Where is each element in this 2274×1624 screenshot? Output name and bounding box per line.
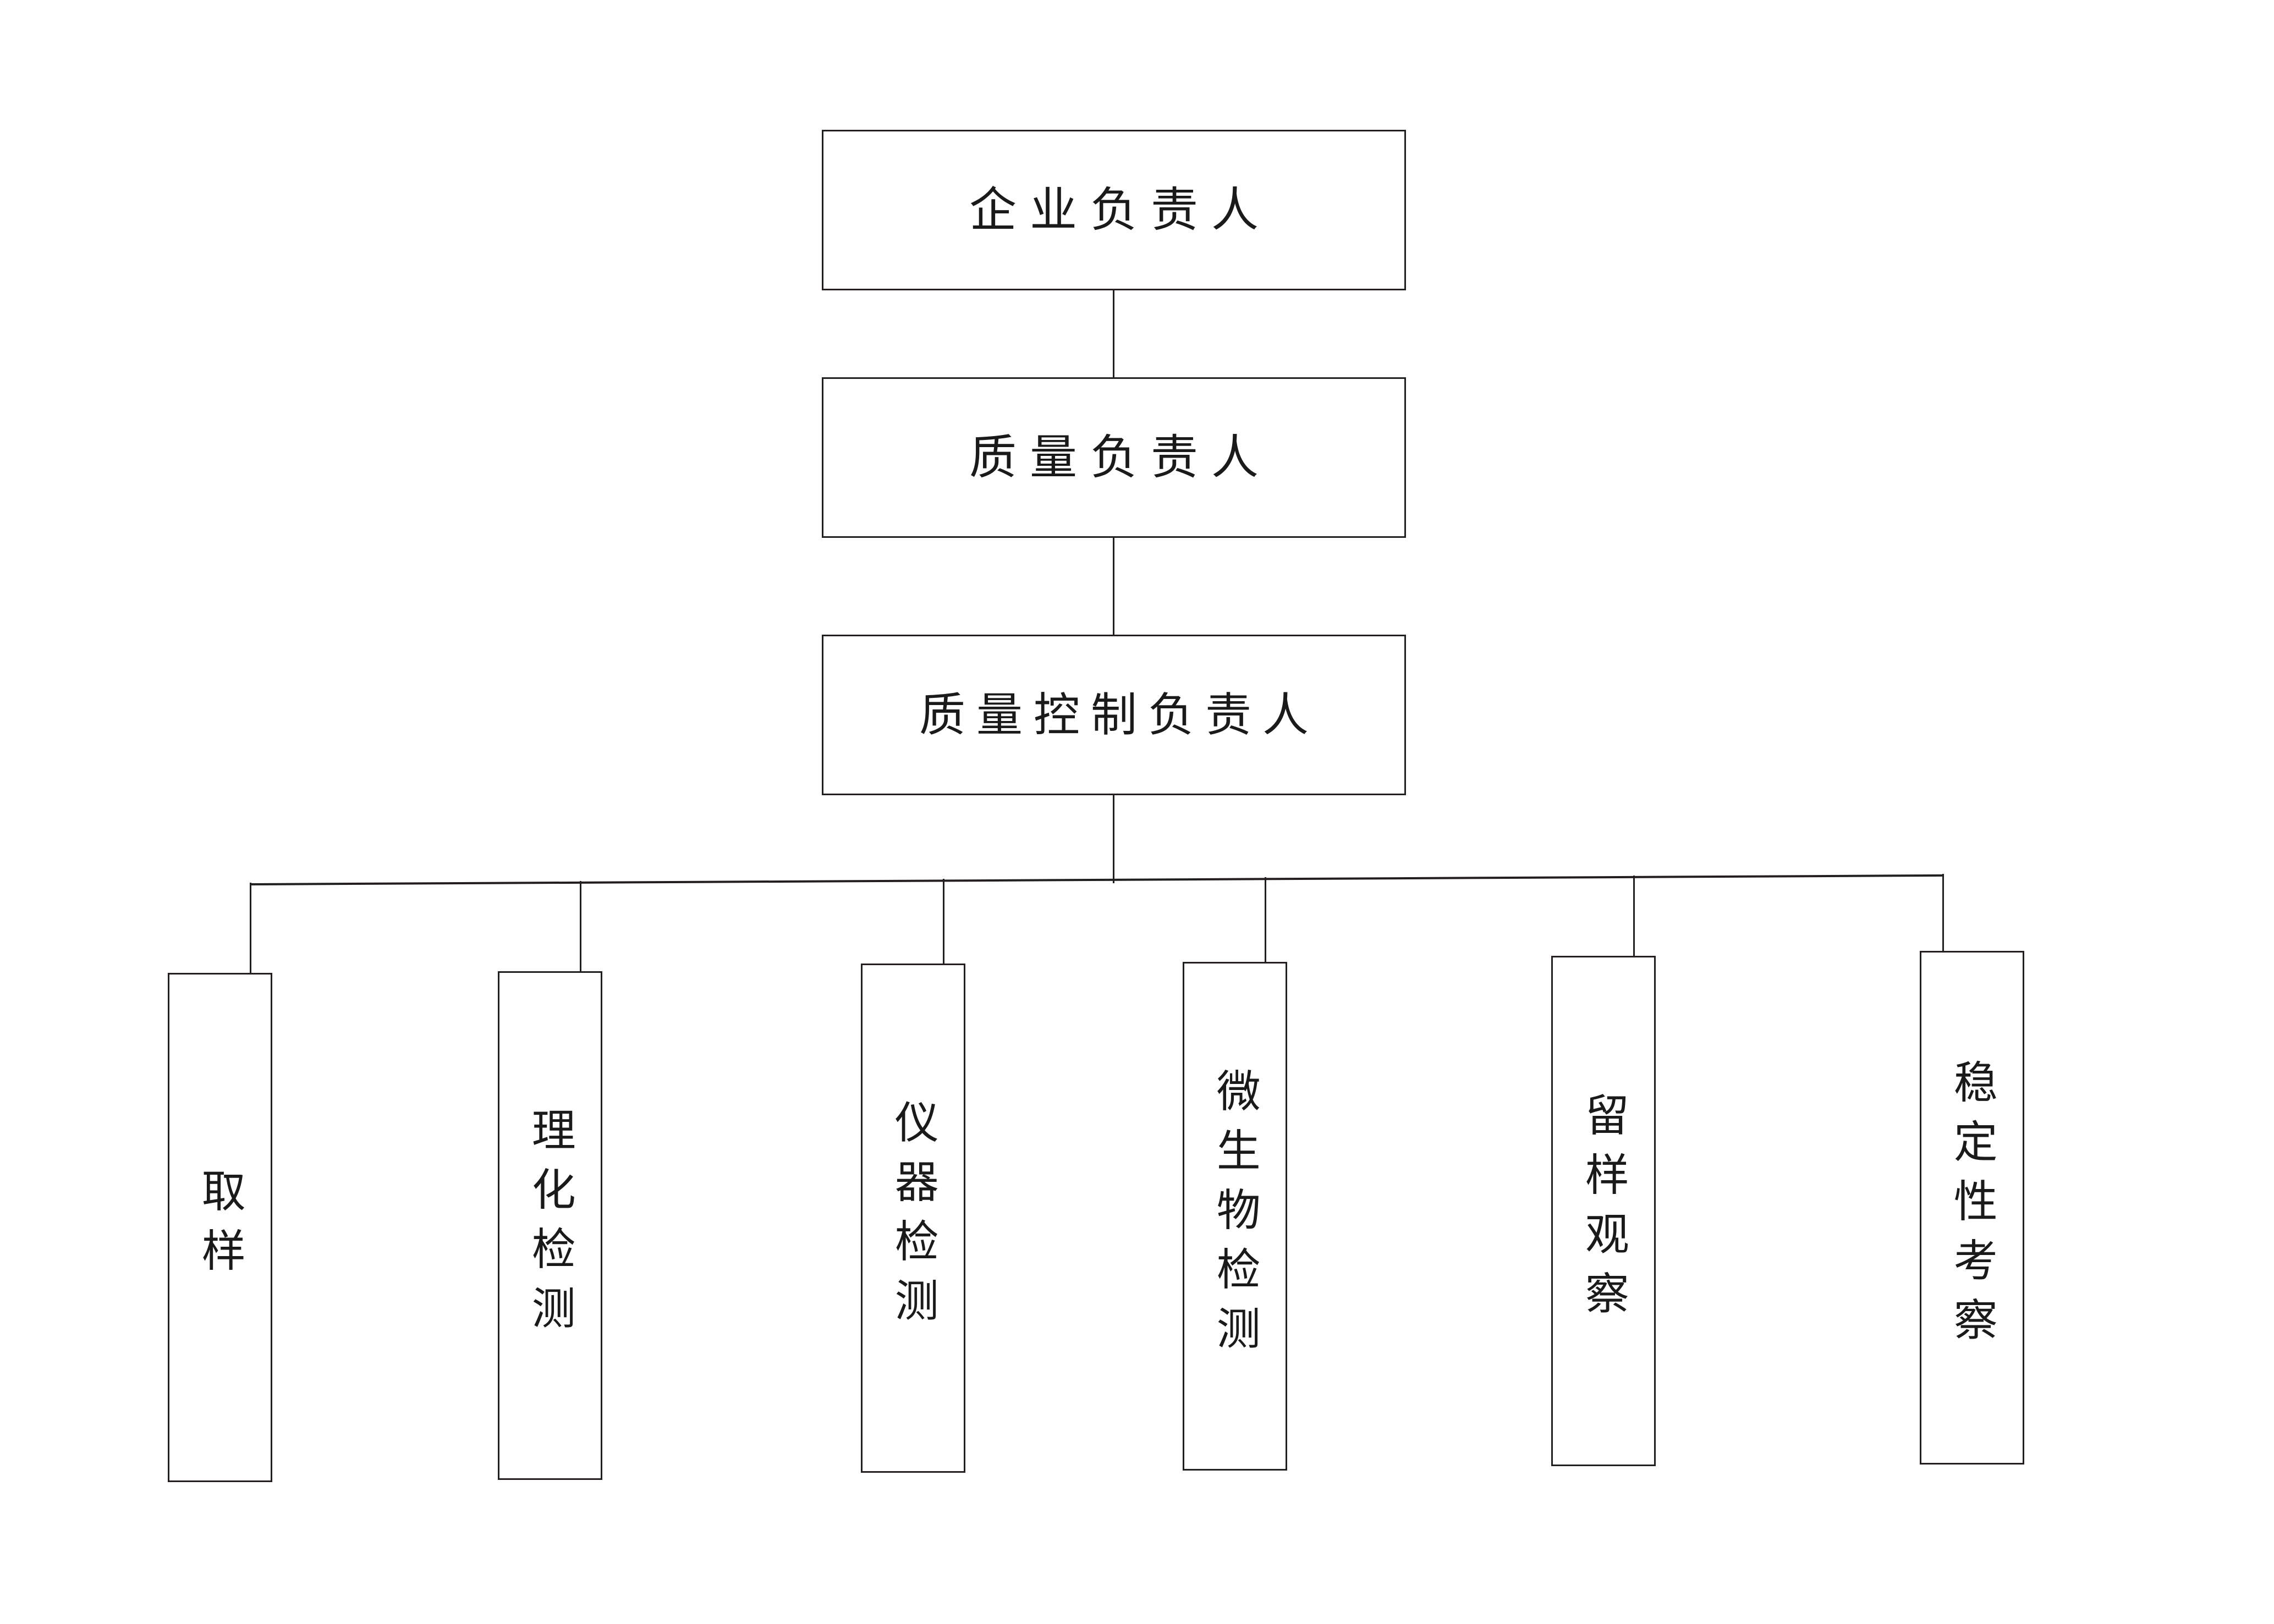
edge-quality-to-qc [1113,538,1114,635]
edge-bus-to-instrument-test [943,879,944,964]
edge-enterprise-to-quality [1113,290,1114,377]
node-qc-manager-label: 质量控制负责人 [919,688,1320,742]
node-physicochemical-test-label: 理化检测 [524,1106,576,1345]
edge-bus-to-retained-sample-observation [1633,876,1635,956]
node-enterprise-manager-label: 企业负责人 [969,183,1272,238]
node-quality-manager-label: 质量负责人 [969,430,1272,485]
edge-bus-to-microbiology-test [1265,877,1266,962]
node-physicochemical-test[interactable]: 理化检测 [498,971,602,1480]
node-stability-study[interactable]: 稳定性考察 [1920,951,2024,1465]
edge-horizontal-bus [250,874,1943,885]
node-qc-manager[interactable]: 质量控制负责人 [822,635,1406,795]
edge-bus-to-physicochemical-test [580,881,581,971]
edge-bus-to-sampling [250,883,251,973]
node-retained-sample-observation[interactable]: 留样观察 [1551,956,1656,1466]
edge-qc-stem [1113,795,1114,883]
edge-bus-to-stability-study [1942,874,1944,951]
node-sampling[interactable]: 取样 [168,973,272,1482]
node-enterprise-manager[interactable]: 企业负责人 [822,130,1406,290]
node-stability-study-label: 稳定性考察 [1946,1059,1998,1356]
node-instrument-test-label: 仪器检测 [887,1099,939,1337]
node-microbiology-test-label: 微生物检测 [1209,1067,1261,1365]
node-instrument-test[interactable]: 仪器检测 [861,964,965,1473]
node-sampling-label: 取样 [194,1168,246,1287]
node-quality-manager[interactable]: 质量负责人 [822,377,1406,538]
node-microbiology-test[interactable]: 微生物检测 [1183,962,1287,1471]
node-retained-sample-observation-label: 留样观察 [1578,1092,1629,1330]
